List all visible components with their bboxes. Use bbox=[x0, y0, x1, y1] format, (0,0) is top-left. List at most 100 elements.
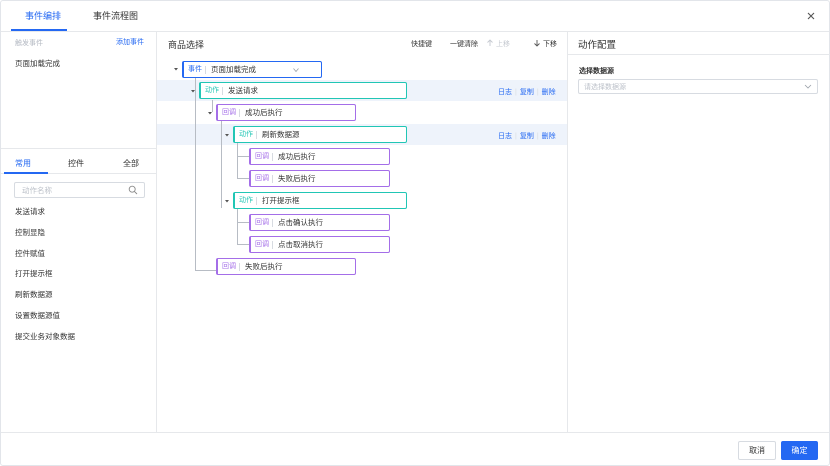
divider bbox=[222, 87, 223, 95]
callback-node[interactable]: 回调 成功后执行 bbox=[216, 104, 356, 121]
tree-line bbox=[221, 121, 222, 208]
tree-line bbox=[237, 222, 249, 223]
tab-event-flowchart[interactable]: 事件流程图 bbox=[93, 11, 139, 21]
move-up-label: 上移 bbox=[496, 41, 510, 48]
datasource-field-label: 选择数据源 bbox=[579, 68, 614, 75]
action-search-box bbox=[14, 182, 145, 198]
action-category-tabs: 常用 控件 全部 bbox=[1, 154, 156, 174]
move-up-button[interactable]: 上移 bbox=[487, 39, 510, 49]
node-type-tag: 动作 bbox=[239, 131, 253, 138]
action-search-input[interactable] bbox=[15, 183, 125, 197]
log-link[interactable]: 日志 bbox=[498, 133, 512, 140]
action-item-open-dialog[interactable]: 打开提示框 bbox=[15, 269, 53, 279]
tree-line bbox=[195, 270, 216, 271]
action-item-send-request[interactable]: 发送请求 bbox=[15, 207, 45, 216]
node-label: 成功后执行 bbox=[245, 108, 283, 117]
center-panel: 商品选择 快捷键 一键清除 上移 下移 事件 bbox=[157, 32, 568, 432]
event-node[interactable]: 事件 页面加载完成 bbox=[182, 61, 322, 78]
page-title: 商品选择 bbox=[168, 40, 205, 50]
chevron-down-icon bbox=[804, 84, 812, 89]
divider bbox=[1, 148, 156, 149]
divider bbox=[239, 109, 240, 117]
arrow-down-icon bbox=[534, 40, 540, 47]
shortcut-button[interactable]: 快捷键 bbox=[411, 41, 432, 48]
tree-line bbox=[212, 100, 213, 112]
collapse-caret-icon[interactable] bbox=[206, 109, 214, 117]
active-tab-underline bbox=[4, 172, 48, 174]
search-icon[interactable] bbox=[128, 185, 138, 195]
collapse-caret-icon[interactable] bbox=[223, 197, 231, 205]
divider bbox=[568, 54, 830, 55]
close-icon[interactable] bbox=[805, 10, 817, 22]
node-label: 打开提示框 bbox=[262, 196, 300, 205]
chevron-down-icon[interactable] bbox=[293, 67, 299, 73]
trigger-event-header: 触发事件 bbox=[15, 40, 43, 47]
callback-node[interactable]: 回调 成功后执行 bbox=[249, 148, 390, 165]
node-label: 失败后执行 bbox=[245, 262, 283, 271]
divider bbox=[256, 197, 257, 205]
tab-all[interactable]: 全部 bbox=[123, 159, 139, 168]
node-type-tag: 回调 bbox=[255, 219, 269, 226]
callback-node[interactable]: 回调 失败后执行 bbox=[249, 170, 390, 187]
tree-line bbox=[237, 178, 249, 179]
delete-link[interactable]: 删除 bbox=[541, 89, 556, 96]
datasource-select[interactable]: 请选择数据源 bbox=[578, 79, 818, 94]
node-type-tag: 动作 bbox=[239, 197, 253, 204]
collapse-caret-icon[interactable] bbox=[172, 65, 180, 73]
action-item-refresh-datasource[interactable]: 刷新数据源 bbox=[15, 290, 53, 300]
divider bbox=[272, 219, 273, 227]
active-tab-underline bbox=[11, 29, 67, 31]
node-type-tag: 动作 bbox=[205, 87, 219, 94]
dialog-header: 事件编排 事件流程图 bbox=[1, 1, 829, 32]
action-node[interactable]: 动作 发送请求 bbox=[199, 82, 407, 99]
divider bbox=[272, 241, 273, 249]
node-label: 点击确认执行 bbox=[278, 218, 323, 227]
callback-node[interactable]: 回调 失败后执行 bbox=[216, 258, 356, 275]
copy-link[interactable]: 复制 bbox=[519, 89, 534, 96]
divider bbox=[272, 153, 273, 161]
action-item-set-datasource-value[interactable]: 设置数据源值 bbox=[15, 310, 60, 320]
node-label: 点击取消执行 bbox=[278, 240, 323, 249]
node-label: 页面加载完成 bbox=[211, 65, 256, 74]
tab-event-orchestration[interactable]: 事件编排 bbox=[25, 11, 62, 21]
tree-line bbox=[237, 209, 238, 244]
action-node[interactable]: 动作 打开提示框 bbox=[233, 192, 407, 209]
action-config-title: 动作配置 bbox=[578, 40, 617, 51]
callback-node[interactable]: 回调 点击确认执行 bbox=[249, 214, 390, 231]
log-link[interactable]: 日志 bbox=[498, 89, 512, 96]
node-label: 刷新数据源 bbox=[262, 130, 300, 139]
tab-common[interactable]: 常用 bbox=[15, 159, 31, 168]
action-item-set-control-value[interactable]: 控件赋值 bbox=[15, 248, 45, 258]
move-down-button[interactable]: 下移 bbox=[534, 39, 557, 49]
node-label: 发送请求 bbox=[228, 86, 258, 95]
tree-line bbox=[237, 244, 249, 245]
collapse-caret-icon[interactable] bbox=[223, 131, 231, 139]
node-type-tag: 回调 bbox=[255, 175, 269, 182]
callback-node[interactable]: 回调 点击取消执行 bbox=[249, 236, 390, 253]
event-item-page-load[interactable]: 页面加载完成 bbox=[15, 59, 60, 68]
select-placeholder: 请选择数据源 bbox=[584, 84, 626, 91]
collapse-caret-icon[interactable] bbox=[189, 87, 197, 95]
action-item-submit-business-data[interactable]: 提交业务对象数据 bbox=[15, 331, 75, 341]
left-panel: 触发事件 添加事件 页面加载完成 常用 控件 全部 发送请求 控制显隐 控件赋值… bbox=[1, 32, 157, 432]
tree-line bbox=[195, 77, 196, 271]
confirm-button[interactable]: 确定 bbox=[781, 441, 818, 460]
node-type-tag: 回调 bbox=[255, 241, 269, 248]
clear-all-button[interactable]: 一键清除 bbox=[450, 41, 478, 48]
action-item-toggle-visibility[interactable]: 控制显隐 bbox=[15, 227, 45, 237]
move-down-label: 下移 bbox=[543, 41, 557, 48]
divider bbox=[239, 263, 240, 271]
node-label: 失败后执行 bbox=[278, 174, 316, 183]
node-type-tag: 回调 bbox=[222, 263, 236, 270]
tab-controls[interactable]: 控件 bbox=[68, 159, 84, 168]
add-event-link[interactable]: 添加事件 bbox=[116, 39, 144, 46]
dialog-footer: 取消 确定 bbox=[1, 432, 829, 466]
divider bbox=[205, 66, 206, 74]
copy-link[interactable]: 复制 bbox=[519, 133, 534, 140]
tree-line bbox=[237, 156, 249, 157]
action-node[interactable]: 动作 刷新数据源 bbox=[233, 126, 407, 143]
cancel-button[interactable]: 取消 bbox=[738, 441, 776, 460]
node-label: 成功后执行 bbox=[278, 152, 316, 161]
delete-link[interactable]: 删除 bbox=[541, 133, 556, 140]
